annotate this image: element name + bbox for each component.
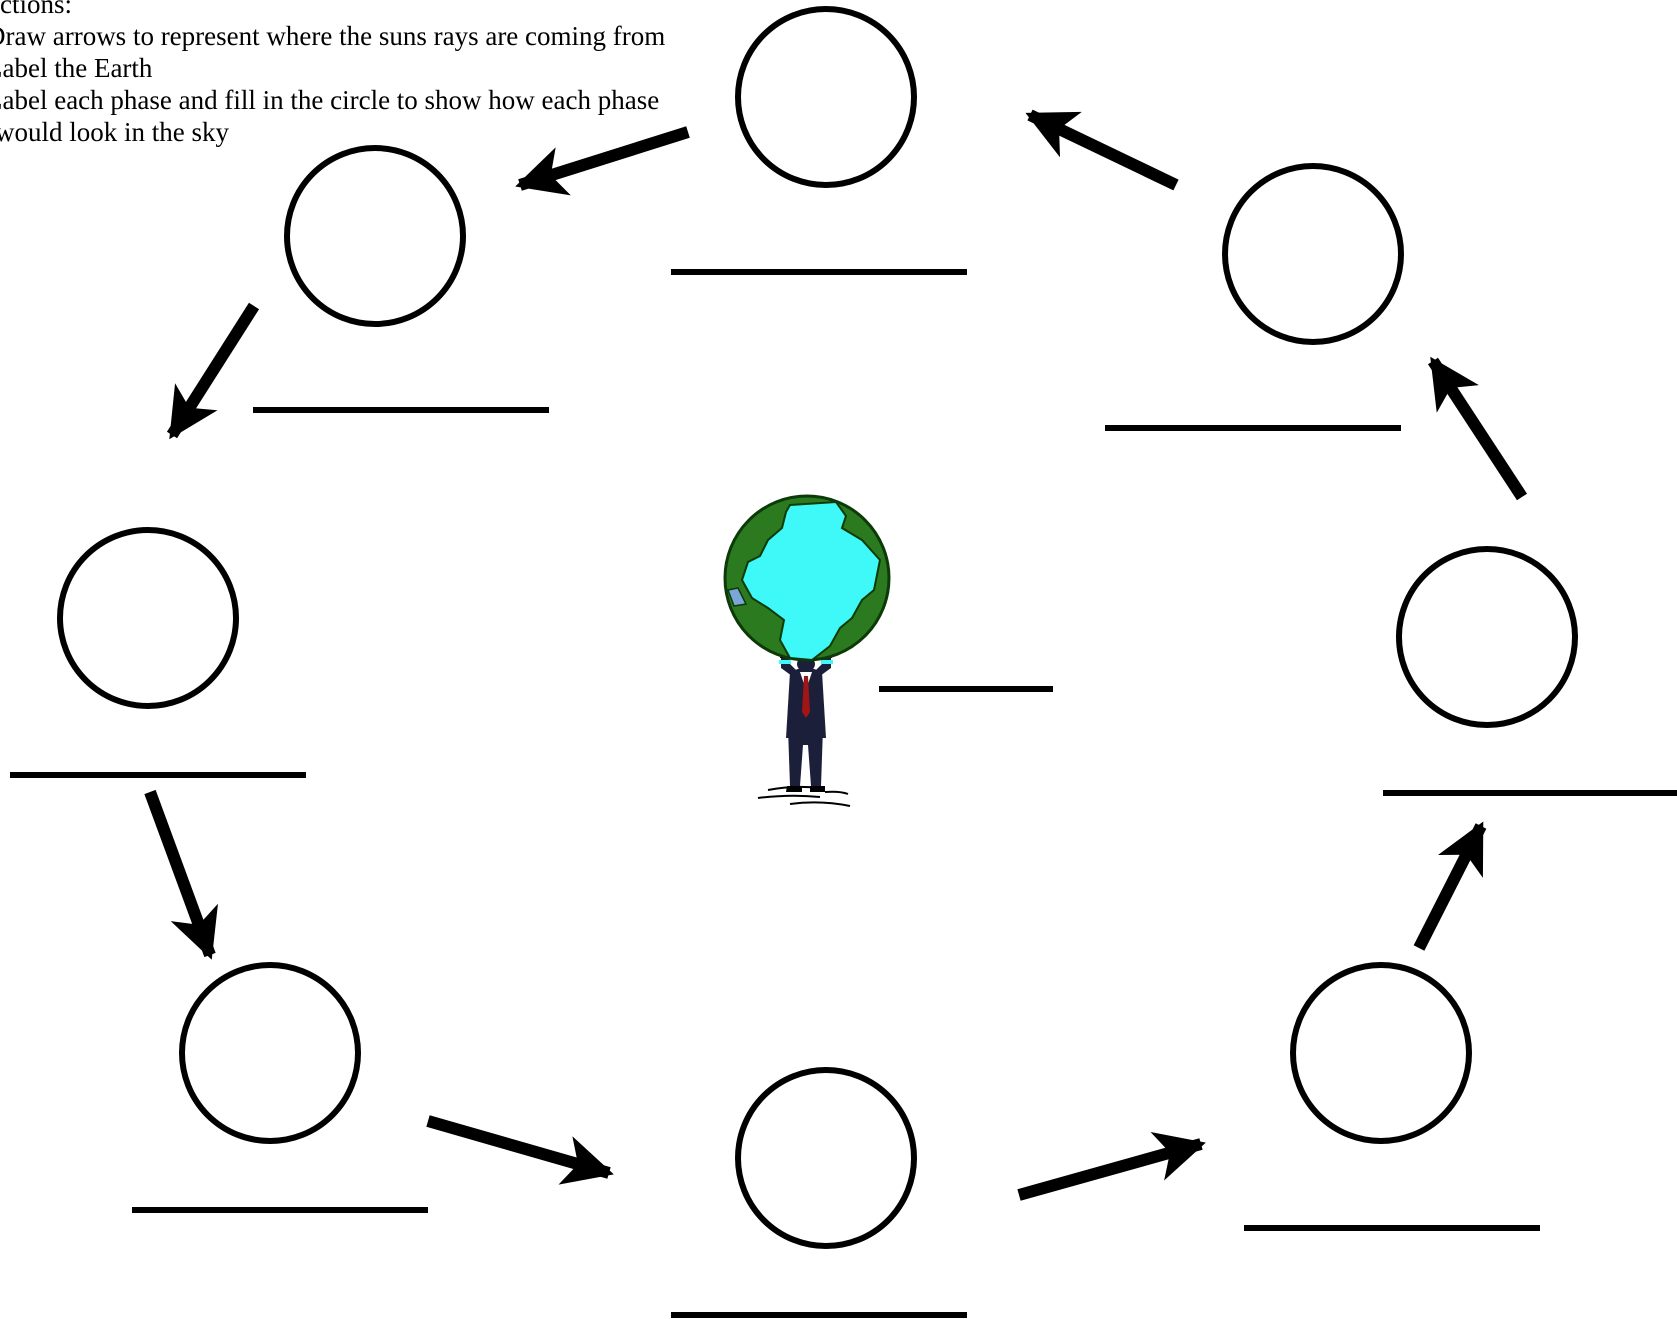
globe-icon [725,496,889,660]
orbit-arrow-top-to-upper-left [520,132,688,185]
moon-phase-circle-lower-left[interactable] [182,965,358,1141]
orbit-arrow-left-to-lower-left [150,792,210,955]
orbit-arrow-upper-left-to-left [172,306,254,435]
person-holding-earth-icon [758,652,850,806]
orbit-arrow-bottom-to-lower-right [1019,1144,1201,1195]
moon-phase-circle-left[interactable] [60,530,236,706]
orbit-arrow-lower-right-to-right [1419,826,1481,948]
orbit-arrow-right-to-upper-right [1433,361,1522,497]
moon-phase-circle-bottom[interactable] [738,1070,914,1246]
moon-phase-circle-lower-right[interactable] [1293,965,1469,1141]
moon-phase-circle-top[interactable] [738,9,914,185]
moon-phase-circle-upper-left[interactable] [287,148,463,324]
moon-phase-circle-right[interactable] [1399,549,1575,725]
orbit-arrow-upper-right-to-top [1030,115,1176,185]
orbit-arrow-lower-left-to-bottom [428,1121,609,1173]
moon-phase-circle-upper-right[interactable] [1225,166,1401,342]
